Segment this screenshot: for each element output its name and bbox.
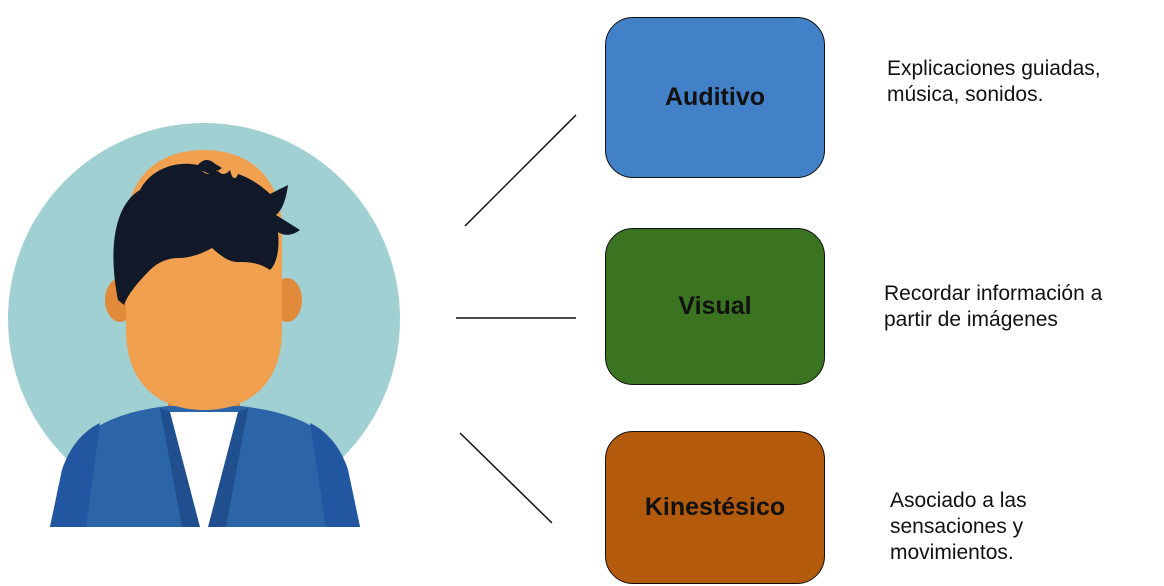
- visual-description-line: partir de imágenes: [884, 308, 1058, 331]
- avatar-left-lapel: [160, 408, 200, 527]
- auditivo-description: Explicaciones guiadas, música, sonidos.: [887, 56, 1101, 108]
- kinestesico-description-line: movimientos.: [890, 541, 1014, 564]
- auditivo-description-line: música, sonidos.: [887, 83, 1044, 106]
- connector-line-kinestesico: [459, 432, 553, 524]
- avatar-hair: [113, 162, 300, 305]
- visual-description: Recordar información a partir de imágene…: [884, 281, 1102, 333]
- kinestesico-box: Kinestésico: [605, 431, 825, 584]
- avatar-right-lapel: [208, 408, 248, 527]
- avatar-jacket-shadow-right: [310, 423, 360, 527]
- avatar-hair-tuft: [196, 160, 218, 176]
- kinestesico-description-line: Asociado a las: [890, 489, 1027, 512]
- visual-label: Visual: [678, 292, 752, 320]
- connector-line-auditivo: [464, 114, 577, 227]
- kinestesico-description-line: sensaciones y: [890, 515, 1024, 538]
- visual-description-line: Recordar información a: [884, 282, 1103, 305]
- person-avatar-icon: [8, 123, 400, 527]
- visual-box: Visual: [605, 228, 825, 385]
- avatar-jacket-shadow-left: [50, 423, 100, 527]
- kinestesico-description: Asociado a las sensaciones y movimientos…: [890, 488, 1027, 566]
- auditivo-label: Auditivo: [665, 83, 765, 111]
- auditivo-description-line: Explicaciones guiadas,: [887, 57, 1101, 80]
- avatar-shirt: [165, 412, 242, 527]
- auditivo-box: Auditivo: [605, 17, 825, 178]
- kinestesico-label: Kinestésico: [644, 493, 786, 521]
